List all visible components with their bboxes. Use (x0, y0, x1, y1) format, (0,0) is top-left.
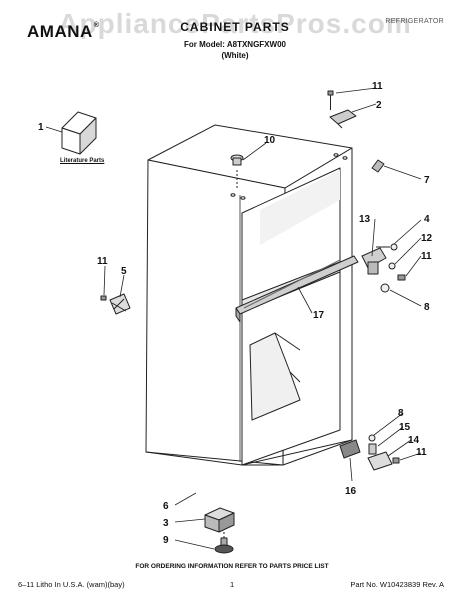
callout-1: 1 (38, 122, 44, 133)
top-hinge (329, 109, 357, 129)
leveling-leg (214, 537, 234, 554)
callout-11-center: 11 (421, 251, 432, 262)
callout-6: 6 (163, 501, 169, 512)
bottom-hinge (339, 434, 400, 471)
registered-mark: ® (93, 22, 100, 29)
callout-11-side: 11 (97, 256, 108, 267)
callout-4: 4 (424, 214, 430, 225)
callout-17: 17 (313, 310, 325, 321)
callout-11-top: 11 (372, 81, 383, 92)
callout-2: 2 (376, 100, 382, 111)
watermark: AppliancePartsPros.com (58, 8, 412, 39)
callout-5: 5 (121, 266, 127, 277)
literature-booklet (61, 111, 97, 155)
callout-14: 14 (408, 435, 420, 446)
brand-logo: AMANA® (27, 22, 99, 42)
callout-8-bottom: 8 (398, 408, 404, 419)
literature-parts-label: Literature Parts (60, 158, 105, 164)
callout-9: 9 (163, 535, 169, 546)
top-plug (230, 154, 244, 188)
page-title: CABINET PARTS (180, 20, 290, 34)
front-leg-bracket (204, 507, 235, 542)
leveling-bracket-side (100, 293, 131, 315)
center-rail (235, 255, 359, 323)
callout-11-bottom: 11 (416, 447, 427, 458)
callout-7: 7 (424, 175, 430, 186)
leader-lines (45, 87, 422, 550)
callout-8-center: 8 (424, 302, 430, 313)
part-number: Part No. W10423839 Rev. A (350, 580, 444, 589)
center-hinge (361, 243, 406, 293)
hinge-screw-top (327, 90, 334, 110)
callout-10: 10 (264, 135, 276, 146)
hinge-cap (371, 159, 385, 173)
ordering-note: FOR ORDERING INFORMATION REFER TO PARTS … (135, 563, 329, 570)
brand-name: AMANA (27, 22, 93, 41)
callout-13: 13 (359, 214, 371, 225)
litho-info: 6–11 Litho In U.S.A. (wam)(bay) (18, 580, 125, 589)
callout-3: 3 (163, 518, 169, 529)
refrigerator-cabinet (145, 124, 353, 466)
callout-16: 16 (345, 486, 357, 497)
model-line: For Model: A8TXNGFXW00 (184, 40, 286, 49)
color-line: (White) (221, 51, 249, 60)
callout-12: 12 (421, 233, 433, 244)
callout-15: 15 (399, 422, 411, 433)
page-number: 1 (230, 580, 235, 589)
category-label: REFRIGERATOR (385, 18, 444, 25)
